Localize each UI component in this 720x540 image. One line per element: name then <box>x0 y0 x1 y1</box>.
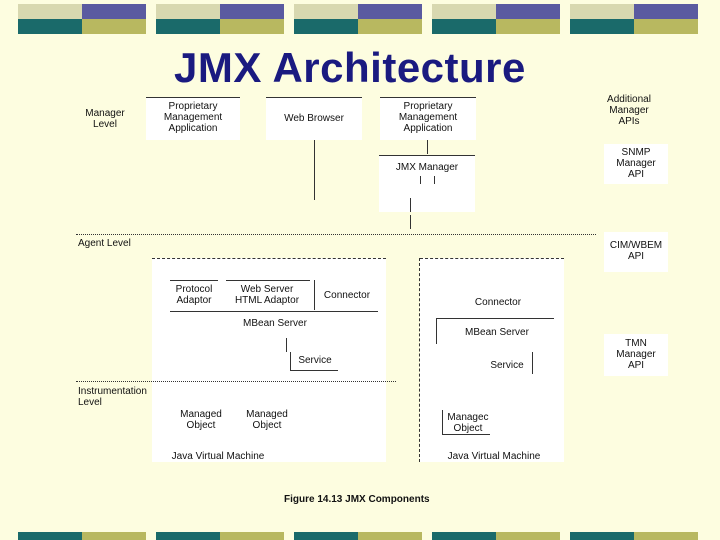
agent-level-label: Agent Level <box>78 238 131 249</box>
connector-right-label: Connector <box>474 297 522 308</box>
tmn-api-box <box>604 334 668 376</box>
prop-app-2-label: Proprietary Management Application <box>398 101 458 134</box>
instrumentation-level-label: Instrumentation Level <box>78 386 147 408</box>
additional-apis-label: Additional Manager APIs <box>607 94 651 127</box>
connector-left-label: Connector <box>323 290 371 301</box>
jvm-divider <box>419 258 420 462</box>
top-color-band <box>0 4 720 34</box>
snmp-api-label: SNMP Manager API <box>616 147 656 180</box>
manager-level-label: Manager Level <box>85 108 125 130</box>
web-browser-label: Web Browser <box>284 113 344 124</box>
mbean-server-right-label: MBean Server <box>465 327 529 338</box>
protocol-adaptor-label: Protocol Adaptor <box>175 284 213 306</box>
prop-app-box-1 <box>146 98 240 140</box>
jvm-left-label: Java Virtual Machine <box>171 451 265 462</box>
service-left-label: Service <box>298 355 332 366</box>
figure-caption: Figure 14.13 JMX Components <box>284 494 430 505</box>
jvm-right-label: Java Virtual Machine <box>447 451 541 462</box>
instrumentation-separator <box>76 381 396 382</box>
service-right-label: Service <box>490 360 524 371</box>
managed-object-1-label: Managed Object <box>180 409 222 431</box>
slide-title: JMX Architecture <box>174 44 526 91</box>
web-server-adaptor-label: Web Server HTML Adaptor <box>234 284 300 306</box>
jmx-manager-label: JMX Manager <box>395 162 459 173</box>
cim-api-label: CIM/WBEM API <box>609 240 663 262</box>
agent-panel-right <box>420 258 564 462</box>
prop-app-1-label: Proprietary Management Application <box>163 101 223 134</box>
tmn-api-label: TMN Manager API <box>616 338 656 371</box>
web-browser-box <box>266 98 362 140</box>
managed-object-right-label: Managec Object <box>447 412 489 434</box>
mbean-server-left-label: MBean Server <box>243 318 307 329</box>
prop-app-box-2 <box>380 98 476 140</box>
agent-panel-left <box>152 258 386 462</box>
cim-api-box <box>604 232 668 272</box>
agent-level-separator <box>76 234 596 235</box>
bottom-color-band <box>0 532 720 540</box>
managed-object-2-label: Managed Object <box>246 409 288 431</box>
snmp-api-box <box>604 144 668 184</box>
jmx-manager-box <box>379 156 475 212</box>
